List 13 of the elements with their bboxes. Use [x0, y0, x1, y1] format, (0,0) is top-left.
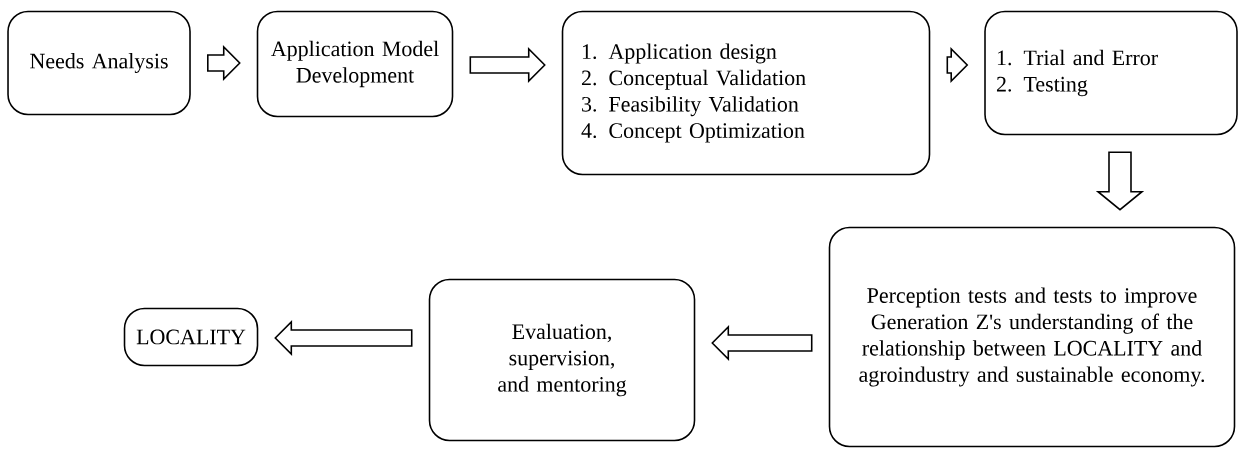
block-arrow [946, 47, 969, 83]
block-arrow [207, 45, 241, 81]
process-box: LOCALITY [123, 307, 259, 367]
process-box: Perception tests and tests to improve Generation Z's understanding of the relationship between LOCALITY and agroindustry and sustainable economy. [828, 226, 1236, 448]
process-box: Needs Analysis [7, 10, 191, 116]
block-arrow [274, 320, 413, 356]
process-box: 1. Trial and Error 2. Testing [984, 10, 1238, 136]
process-box: Application Model Development [256, 10, 454, 118]
block-arrow [469, 47, 546, 83]
block-arrow [1095, 151, 1145, 211]
block-arrow [711, 325, 813, 361]
process-box: 1. Application design 2. Conceptual Validation 3. Feasibility Validation 4. Concept Optimization [561, 10, 931, 176]
process-box: Evaluation, supervision, and mentoring [428, 278, 696, 442]
